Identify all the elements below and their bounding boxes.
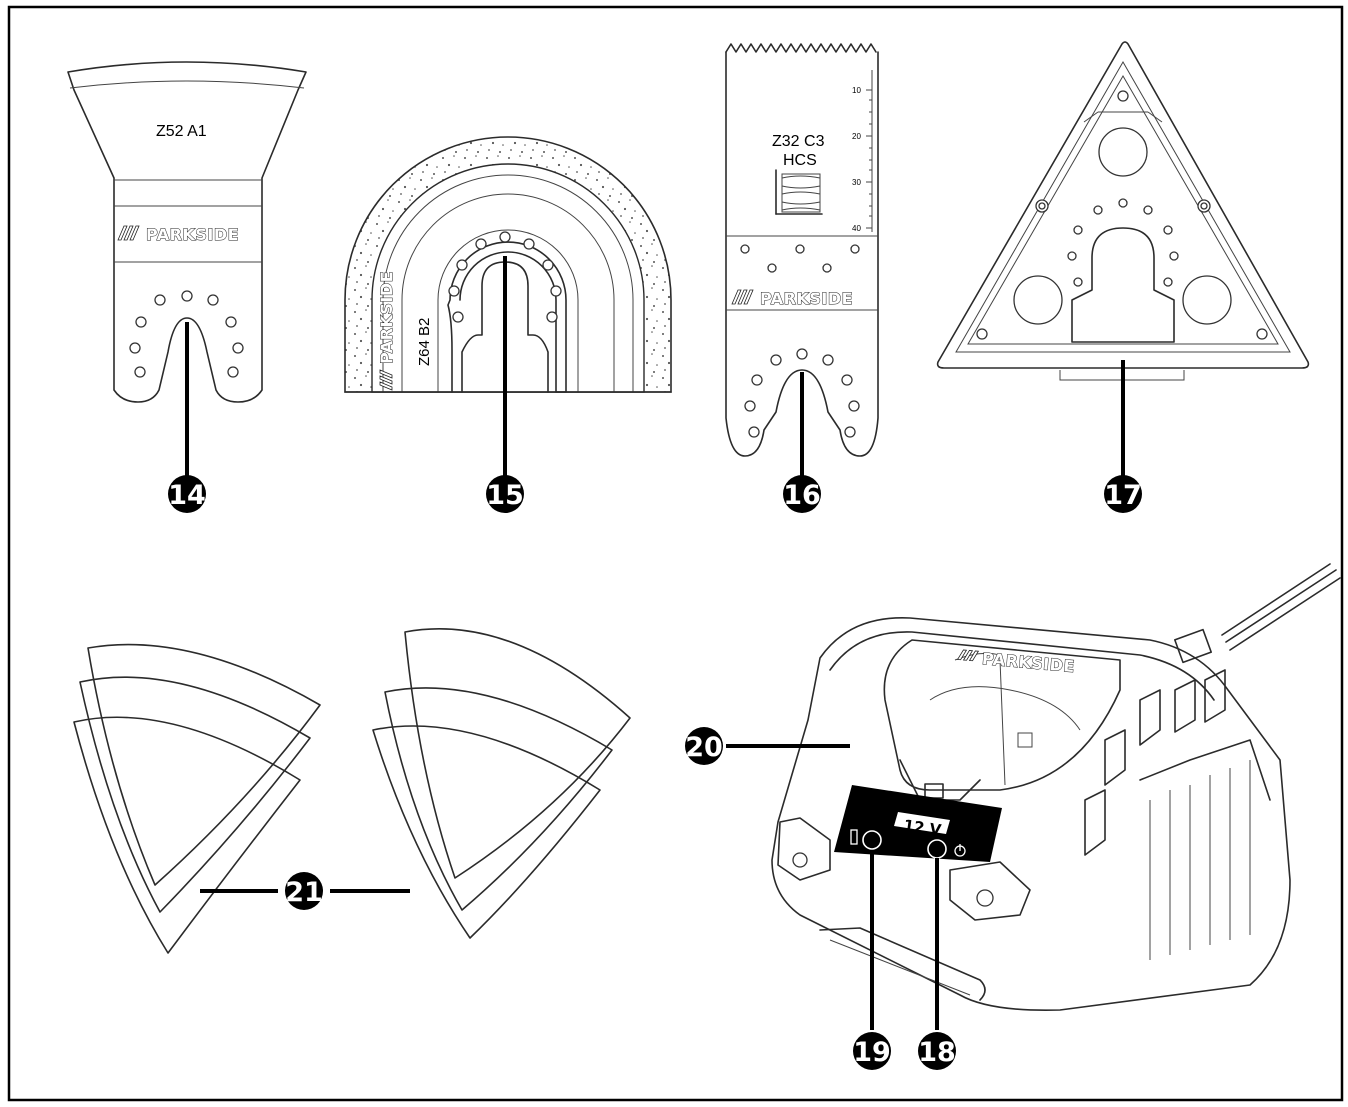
blade-14-drawing: PARKSIDE Z52 A1 xyxy=(67,61,307,476)
callout-14-number: 14 xyxy=(168,480,206,511)
callout-21: 21 xyxy=(285,872,323,910)
callout-14: 14 xyxy=(168,475,206,513)
blade-16-brand-text: PARKSIDE xyxy=(760,289,853,308)
sanding-plate-17-holes xyxy=(976,90,1268,340)
charger-brand-text: PARKSIDE xyxy=(981,649,1075,676)
blade-15-code: Z64 B2 xyxy=(416,318,433,366)
charger-control-panel: 12 V xyxy=(834,785,1002,862)
blade-16-brand-logo: PARKSIDE xyxy=(731,289,853,309)
frame-border xyxy=(7,5,1344,1102)
blade-14-mounting-holes xyxy=(129,290,244,378)
blade-16-drawing: 10 20 30 40 Z32 C3 HCS PARKSIDE xyxy=(725,43,879,476)
callout-20: 20 xyxy=(685,727,723,765)
callout-16: 16 xyxy=(783,475,821,513)
scale-mark-30: 30 xyxy=(852,178,861,187)
callout-15: 15 xyxy=(486,475,524,513)
callout-19-number: 19 xyxy=(853,1037,891,1068)
callout-17: 17 xyxy=(1104,475,1142,513)
scale-mark-40: 40 xyxy=(852,224,861,233)
callout-21-number: 21 xyxy=(285,877,323,908)
blade-15-drawing: PARKSIDE Z64 B2 xyxy=(344,136,672,476)
blade-14-code: Z52 A1 xyxy=(156,123,207,140)
callout-19: 19 xyxy=(853,1032,891,1070)
blade-15-mounting-holes xyxy=(448,231,562,323)
callout-17-number: 17 xyxy=(1104,480,1142,511)
sanding-sheets-21-drawing xyxy=(73,628,631,954)
blade-16-material: HCS xyxy=(783,152,817,169)
charger-vents xyxy=(1084,669,1271,960)
blade-15-brand-text: PARKSIDE xyxy=(377,271,396,364)
callout-18-number: 18 xyxy=(918,1037,956,1068)
charger-brand-logo: PARKSIDE xyxy=(956,649,1076,677)
blade-16-mounting-holes xyxy=(744,348,860,438)
callout-20-number: 20 xyxy=(685,732,723,763)
battery-charger-drawing: PARKSIDE 12 V xyxy=(726,563,1341,1030)
scale-mark-20: 20 xyxy=(852,132,861,141)
status-led-19 xyxy=(850,829,882,850)
blade-16-depth-scale: 10 20 30 40 xyxy=(852,70,873,233)
scale-mark-10: 10 xyxy=(852,86,861,95)
blade-16-hole-row xyxy=(740,244,860,273)
blade-14-brand-logo: PARKSIDE xyxy=(117,225,239,245)
wood-material-icon xyxy=(775,169,823,215)
sanding-sheet-stack-right xyxy=(372,628,631,939)
sanding-sheet-stack-left xyxy=(73,643,321,954)
callout-15-number: 15 xyxy=(486,480,524,511)
blade-16-code: Z32 C3 xyxy=(772,133,825,150)
charger-voltage-label: 12 V xyxy=(902,816,942,839)
callout-16-number: 16 xyxy=(783,480,821,511)
sanding-plate-17-drawing xyxy=(936,41,1310,476)
power-led-18 xyxy=(927,839,966,859)
blade-15-brand-logo: PARKSIDE xyxy=(377,270,397,391)
blade-14-brand-text: PARKSIDE xyxy=(146,225,239,244)
callout-18: 18 xyxy=(918,1032,956,1070)
